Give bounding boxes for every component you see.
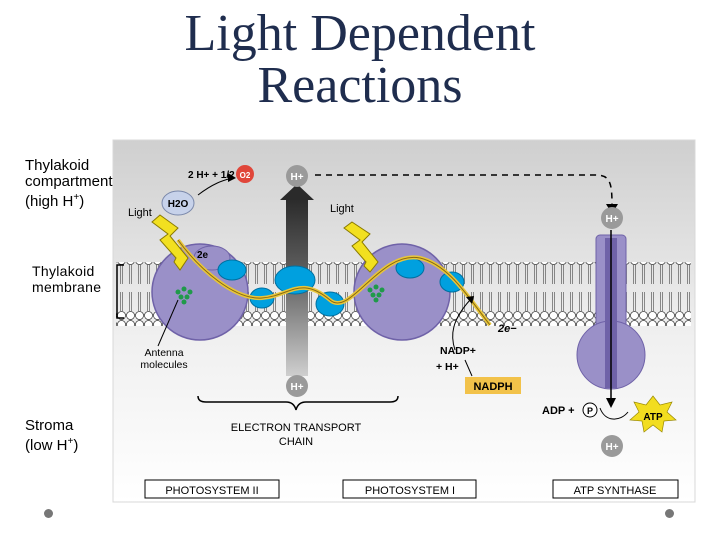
- title-line-2: Reactions: [257, 57, 463, 114]
- antenna-label-2: molecules: [140, 359, 187, 371]
- atp-burst: ATP: [629, 395, 677, 433]
- electron-carrier-2: [315, 291, 345, 317]
- nadph-badge: NADPH: [465, 377, 521, 394]
- svg-text:O2: O2: [240, 171, 251, 180]
- psii-carrier: [217, 259, 247, 281]
- light-label-right: Light: [330, 203, 354, 215]
- thylakoid-compartment-label: Thylakoid compartment (high H+): [25, 157, 113, 210]
- atp-synthase-box: ATP SYNTHASE: [552, 479, 679, 499]
- svg-text:PHOTOSYSTEM II: PHOTOSYSTEM II: [165, 485, 258, 497]
- svg-text:P: P: [587, 406, 593, 416]
- stroma-label: Stroma (low H+): [25, 417, 79, 454]
- svg-text:H2O: H2O: [168, 199, 189, 210]
- proton-channel-arrow: [280, 184, 314, 200]
- membrane-bracket: [116, 264, 124, 319]
- water-molecule: H2O: [161, 190, 195, 216]
- antenna-leader: [157, 299, 179, 347]
- adp-label: ADP +: [542, 405, 575, 417]
- h-plus-synthase-bottom: H+: [601, 435, 623, 457]
- nadph-pointer: [464, 359, 473, 377]
- svg-text:PHOTOSYSTEM I: PHOTOSYSTEM I: [365, 485, 455, 497]
- h-plus-top: H+: [286, 165, 308, 187]
- antenna-cluster-psii: [175, 286, 193, 305]
- oxygen-reaction: 2 H+ + 1/2 O2: [188, 170, 251, 181]
- h-plus-channel-bottom: H+: [286, 375, 308, 397]
- two-electron-top: 2e: [197, 250, 209, 261]
- svg-text:H+: H+: [290, 382, 303, 393]
- adp-to-atp-arrow: [599, 407, 629, 420]
- lightning-bolt-right: [343, 221, 379, 273]
- svg-text:H+: H+: [605, 214, 618, 225]
- h-plus-synthase-top: H+: [601, 207, 623, 229]
- two-electron-right: 2e−: [497, 323, 517, 335]
- proton-pathway-dashed: [315, 174, 613, 206]
- thylakoid-membrane-label: Thylakoid membrane: [32, 263, 102, 295]
- photosystem-ii-box: PHOTOSYSTEM II: [144, 479, 280, 499]
- svg-text:NADPH: NADPH: [473, 381, 512, 393]
- slide-title: Light Dependent Reactions: [120, 8, 600, 112]
- nadp-arrow: [452, 299, 471, 351]
- nadp-h-label: + H+: [436, 361, 459, 373]
- etc-label: ELECTRON TRANSPORT: [231, 422, 362, 434]
- footer-dot-left: [44, 509, 53, 518]
- etc-label-2: CHAIN: [279, 436, 313, 448]
- oxygen-molecule: O2: [236, 165, 254, 183]
- phosphate-circle: P: [582, 402, 598, 418]
- footer-dot-right: [665, 509, 674, 518]
- photosystem-i-box: PHOTOSYSTEM I: [342, 479, 477, 499]
- etc-brace: [197, 395, 399, 411]
- svg-text:ATP: ATP: [643, 412, 663, 423]
- light-label-left: Light: [128, 207, 152, 219]
- svg-text:H+: H+: [605, 442, 618, 453]
- antenna-cluster-psi: [367, 284, 385, 303]
- svg-text:H+: H+: [290, 172, 303, 183]
- title-line-1: Light Dependent: [184, 5, 536, 62]
- nadp-label: NADP+: [440, 345, 476, 357]
- svg-text:ATP SYNTHASE: ATP SYNTHASE: [574, 485, 657, 497]
- antenna-label: Antenna: [144, 347, 183, 359]
- lightning-bolt-left: [151, 214, 189, 271]
